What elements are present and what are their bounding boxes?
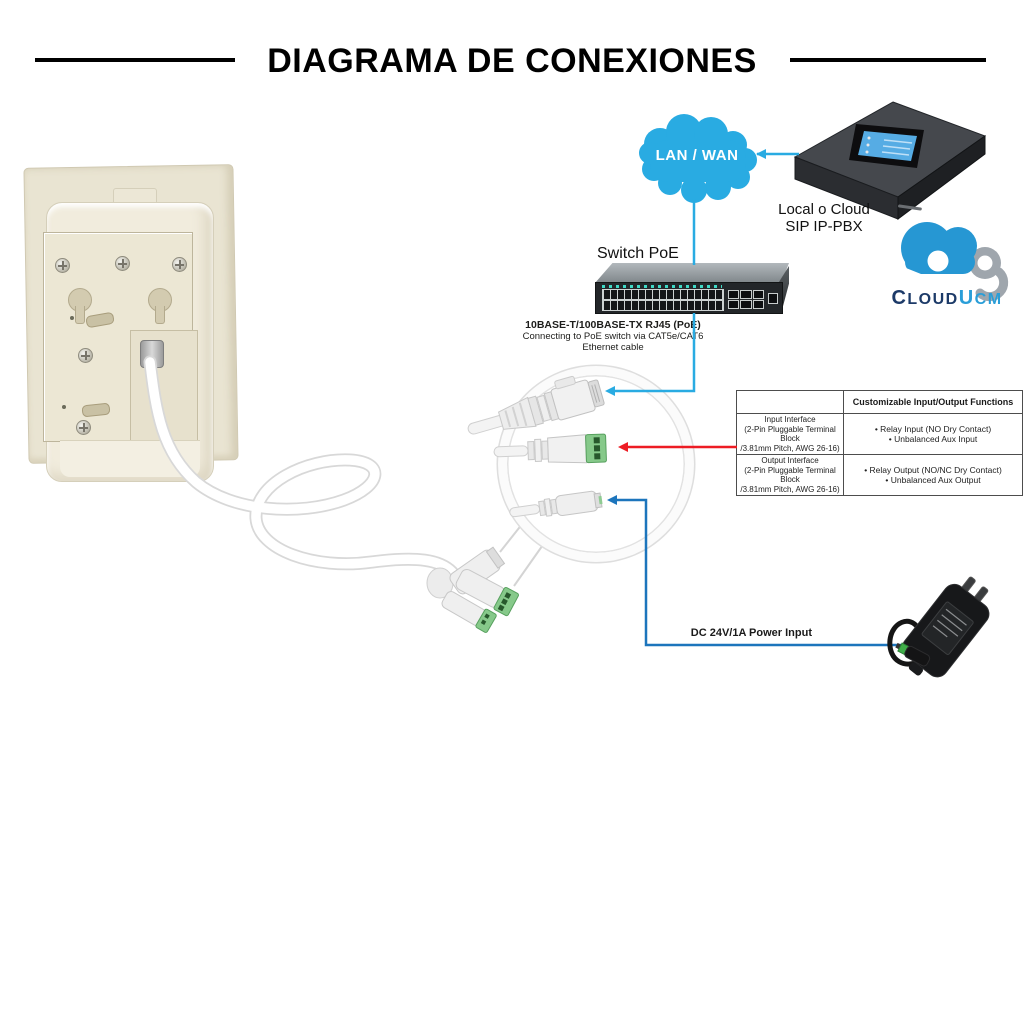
pin-hole-icon xyxy=(62,405,66,409)
switch-port-row xyxy=(602,289,724,300)
wall-speaker-back xyxy=(18,162,252,484)
page-title: DIAGRAMA DE CONEXIONES xyxy=(267,42,757,80)
screw-icon xyxy=(76,420,91,435)
input-interface-spec1: (2-Pin Pluggable Terminal Block xyxy=(744,424,836,444)
pbx-caption-line1: Local o Cloud xyxy=(778,201,870,218)
speaker-bottom-panel xyxy=(60,440,200,477)
table-header-row: Customizable Input/Output Functions xyxy=(736,390,1023,414)
poe-switch-side xyxy=(779,266,789,310)
input-interface-cell: Input Interface (2-Pin Pluggable Termina… xyxy=(736,413,844,455)
table-row-output: Output Interface (2-Pin Pluggable Termin… xyxy=(736,454,1023,496)
switch-port-row xyxy=(602,300,724,311)
arrowhead-power xyxy=(607,495,617,505)
poe-switch-device xyxy=(595,282,783,314)
keyhole-slot-icon xyxy=(68,288,92,324)
terminal-plug-small-icon xyxy=(441,591,497,633)
poe-note-line3: Ethernet cable xyxy=(582,342,644,353)
cable-core xyxy=(145,357,465,587)
output-interface-spec1: (2-Pin Pluggable Terminal Block xyxy=(744,465,836,485)
screw-icon xyxy=(55,258,70,273)
cloud-ucm-logo-text: CLOUDUCM xyxy=(876,287,1018,310)
output-functions-cell: Relay Output (NO/NC Dry Contact) Unbalan… xyxy=(843,454,1023,496)
title-rule-left xyxy=(35,58,235,62)
logo-text-ucm: UCM xyxy=(958,287,1003,309)
screw-icon xyxy=(172,257,187,272)
screw-icon xyxy=(115,256,130,271)
adapter-body xyxy=(902,576,990,678)
table-header-functions: Customizable Input/Output Functions xyxy=(843,390,1023,414)
io-terminal-connector-icon xyxy=(493,433,607,464)
output-function-item: Unbalanced Aux Output xyxy=(847,475,1019,486)
output-function-item: Relay Output (NO/NC Dry Contact) xyxy=(847,465,1019,476)
output-interface-name: Output Interface xyxy=(761,456,819,465)
pbx-side-face xyxy=(897,135,986,220)
terminal-plug-small-icon xyxy=(455,569,519,617)
dc-power-connector-icon xyxy=(509,490,603,518)
poe-switch-top xyxy=(595,263,789,283)
dc-power-label: DC 24V/1A Power Input xyxy=(690,627,812,639)
keyhole-slot-icon xyxy=(148,288,172,324)
switch-uplink-ports xyxy=(728,290,764,309)
input-function-item: Relay Input (NO Dry Contact) xyxy=(847,424,1019,435)
dc-plug-icon xyxy=(895,642,931,667)
input-interface-spec2: /3.81mm Pitch, AWG 26-16) xyxy=(740,443,840,453)
arrowhead-rj45 xyxy=(605,386,615,396)
poe-cable-note: 10BASE-T/100BASE-TX RJ45 (PoE) Connectin… xyxy=(520,319,706,354)
poe-note-line1: 10BASE-T/100BASE-TX RJ45 (PoE) xyxy=(525,319,701,331)
switch-led-strip xyxy=(602,285,722,288)
arrowhead-cloud xyxy=(756,149,766,159)
rj45-poe-connector-icon xyxy=(467,375,605,435)
line-power-to-connector xyxy=(617,498,905,647)
input-interface-name: Input Interface xyxy=(764,415,816,424)
arrowhead-terminal xyxy=(618,442,628,452)
pin-hole-icon xyxy=(70,316,74,320)
poe-note-line2: Connecting to PoE switch via CAT5e/CAT6 xyxy=(522,331,704,342)
input-functions-cell: Relay Input (NO Dry Contact) Unbalanced … xyxy=(843,413,1023,455)
line-switch-to-rj45 xyxy=(615,313,696,393)
output-interface-spec2: /3.81mm Pitch, AWG 26-16) xyxy=(740,484,840,494)
table-row-input: Input Interface (2-Pin Pluggable Termina… xyxy=(736,413,1023,455)
pbx-caption: Local o Cloud SIP IP-PBX xyxy=(762,201,886,235)
title-rule-right xyxy=(790,58,986,62)
logo-text-cloud: CLOUD xyxy=(891,287,959,309)
pbx-caption-line2: SIP IP-PBX xyxy=(785,218,863,235)
screw-icon xyxy=(78,348,93,363)
lan-wan-label: LAN / WAN xyxy=(655,147,739,164)
input-function-item: Unbalanced Aux Input xyxy=(847,434,1019,445)
switch-poe-label: Switch PoE xyxy=(597,245,679,262)
output-interface-cell: Output Interface (2-Pin Pluggable Termin… xyxy=(736,454,844,496)
switch-console-port xyxy=(768,293,778,304)
io-functions-table: Customizable Input/Output Functions Inpu… xyxy=(736,390,1023,496)
